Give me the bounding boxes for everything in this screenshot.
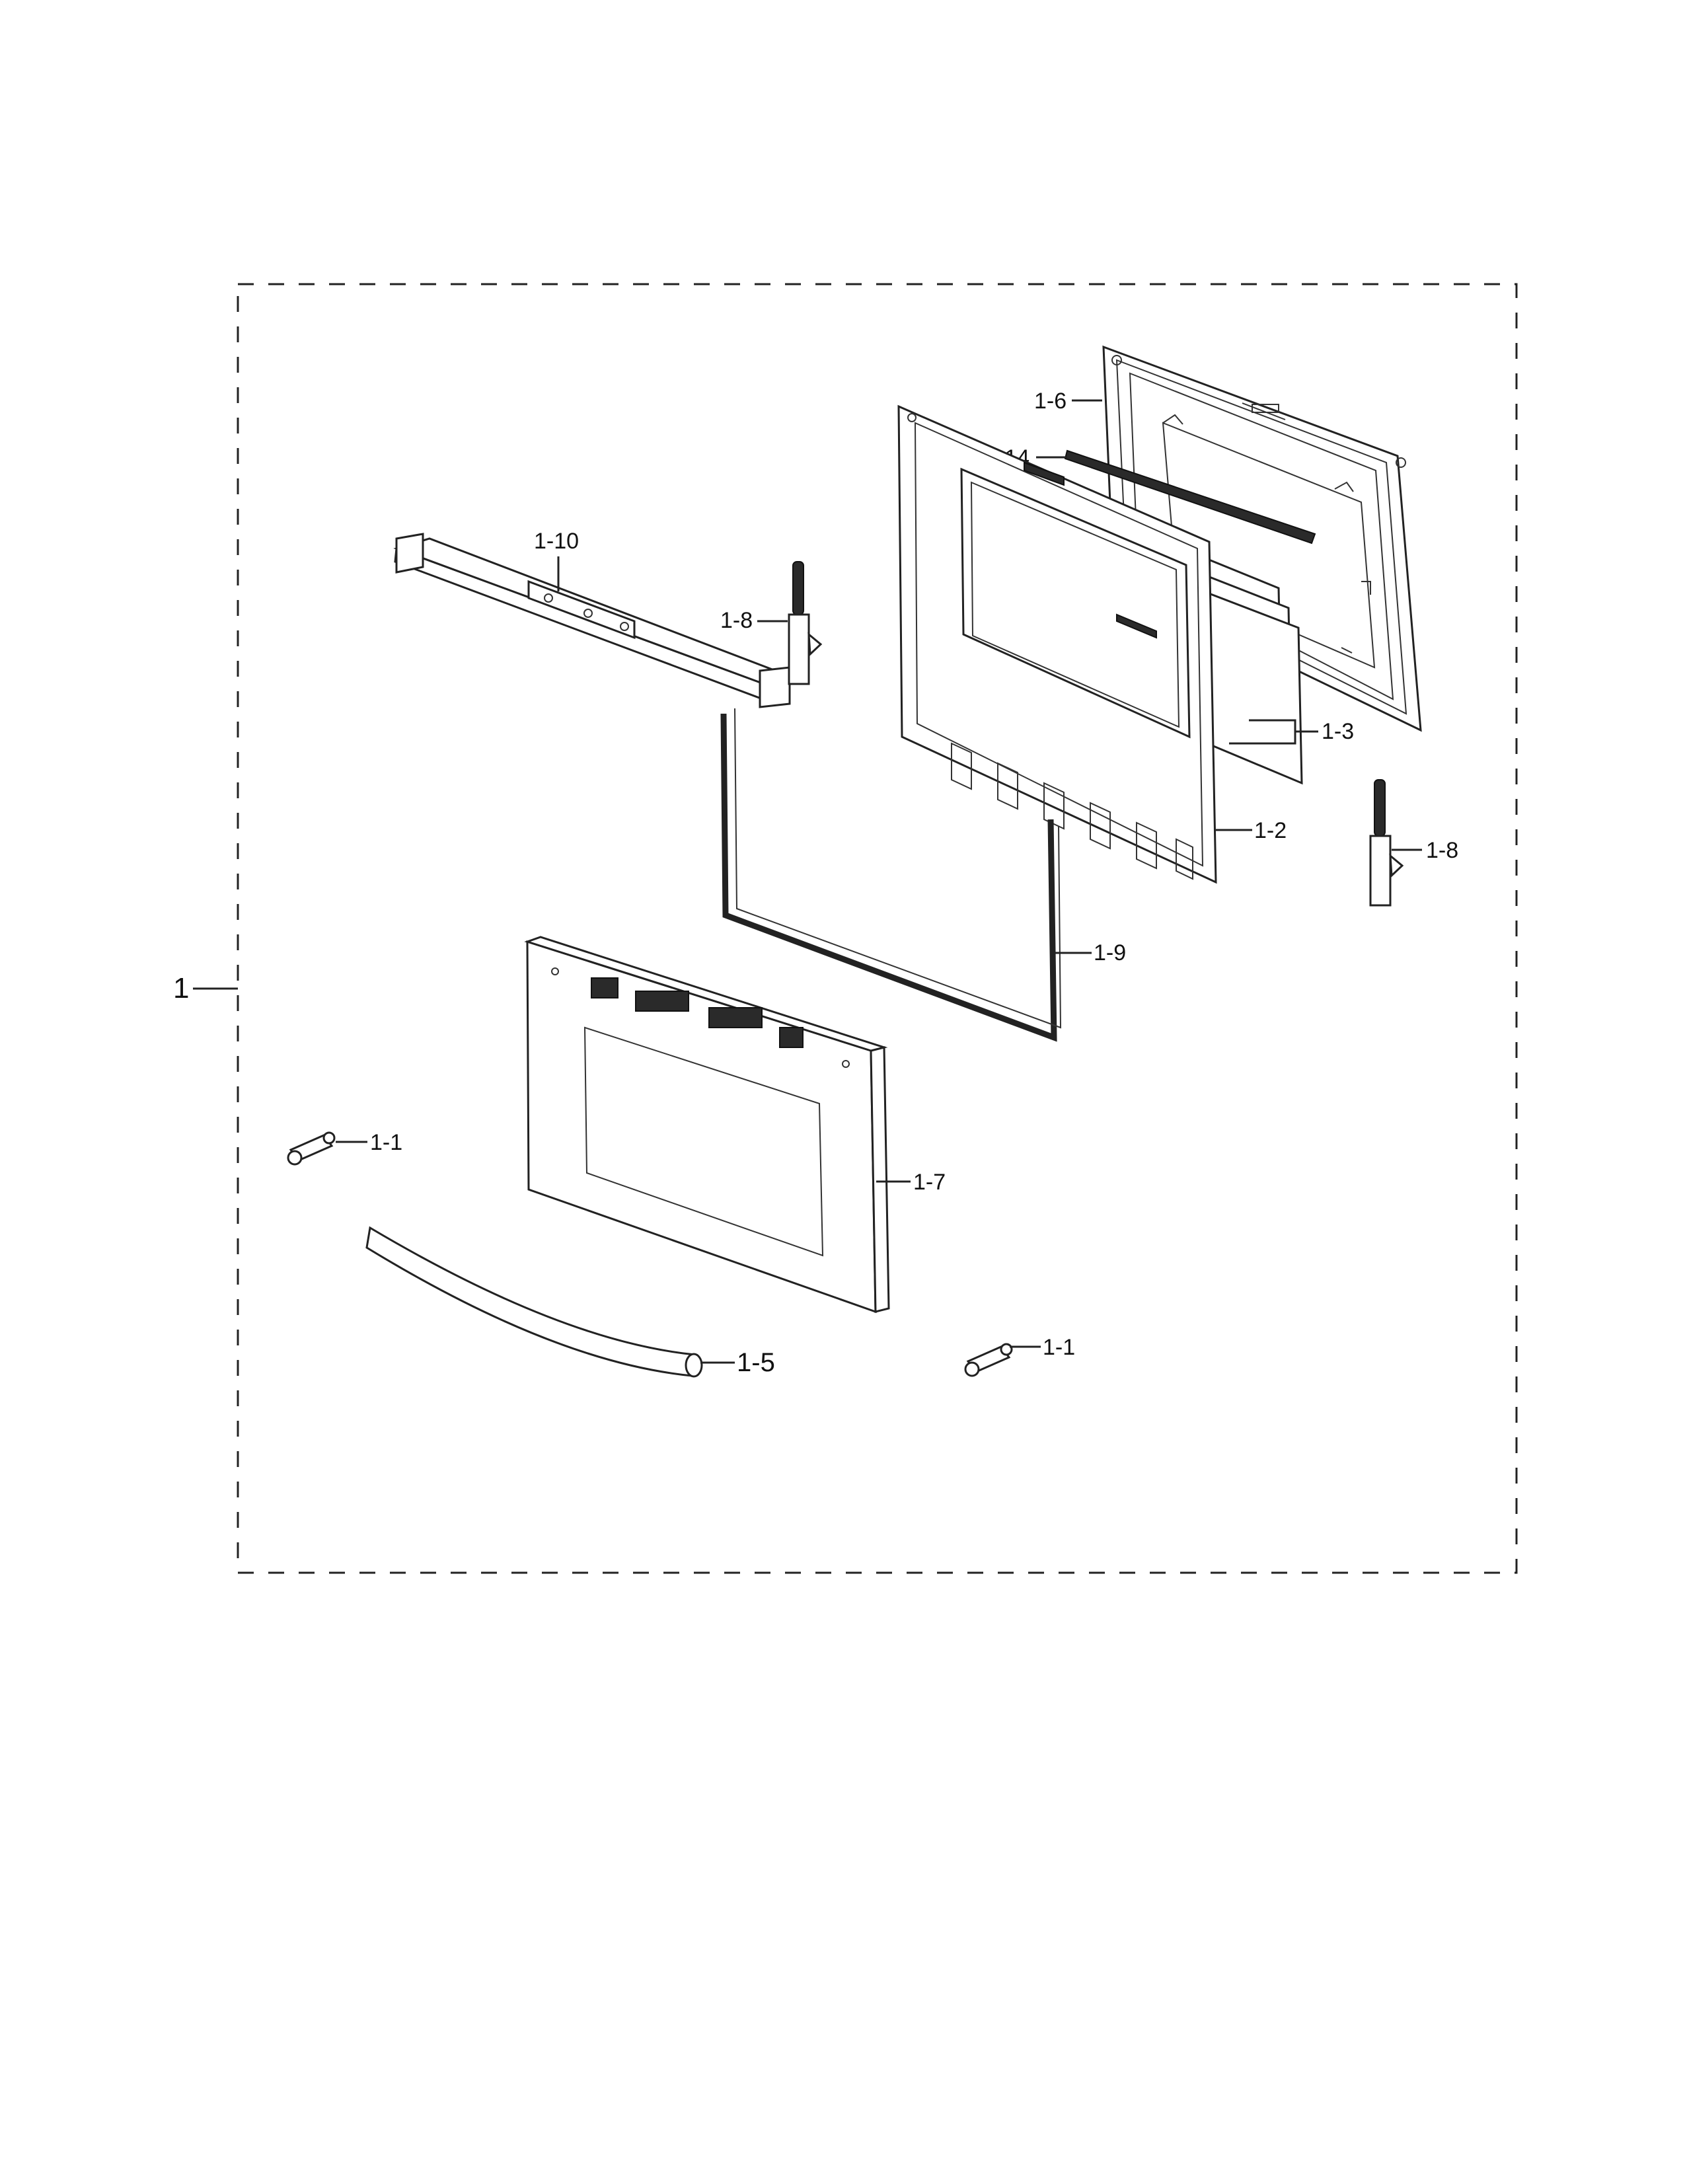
callout-outer-door-panel: 1-7 (913, 1170, 946, 1195)
hinge-right (1369, 779, 1404, 907)
hinge-left (788, 561, 823, 685)
door-handle (365, 1226, 703, 1378)
assembly-label: 1 (173, 972, 189, 1004)
door-gasket-strip (1064, 449, 1316, 545)
inner-door-frame (897, 404, 1217, 884)
screw-right (964, 1343, 1013, 1377)
outer-door-panel (524, 936, 890, 1314)
callout-inner-door-frame: 1-2 (1254, 818, 1287, 843)
callout-door-frame-back: 1-6 (1034, 389, 1067, 414)
callout-hinge-left: 1-8 (720, 608, 753, 633)
door-seal (720, 708, 1062, 1042)
callout-rear-bracket: 1-10 (534, 529, 579, 554)
callout-screw-left: 1-1 (370, 1130, 402, 1155)
callout-hinge-right: 1-8 (1426, 838, 1458, 863)
door-frame-back (1102, 345, 1422, 732)
screw-left (287, 1131, 336, 1166)
callout-screw-right: 1-1 (1043, 1335, 1075, 1360)
callout-door-handle: 1-5 (737, 1348, 775, 1377)
rear-bracket (393, 533, 796, 708)
callout-door-seal: 1-9 (1094, 940, 1126, 965)
callout-glass-pair: 1-3 (1322, 719, 1354, 744)
assembly-boundary (237, 283, 1518, 1574)
